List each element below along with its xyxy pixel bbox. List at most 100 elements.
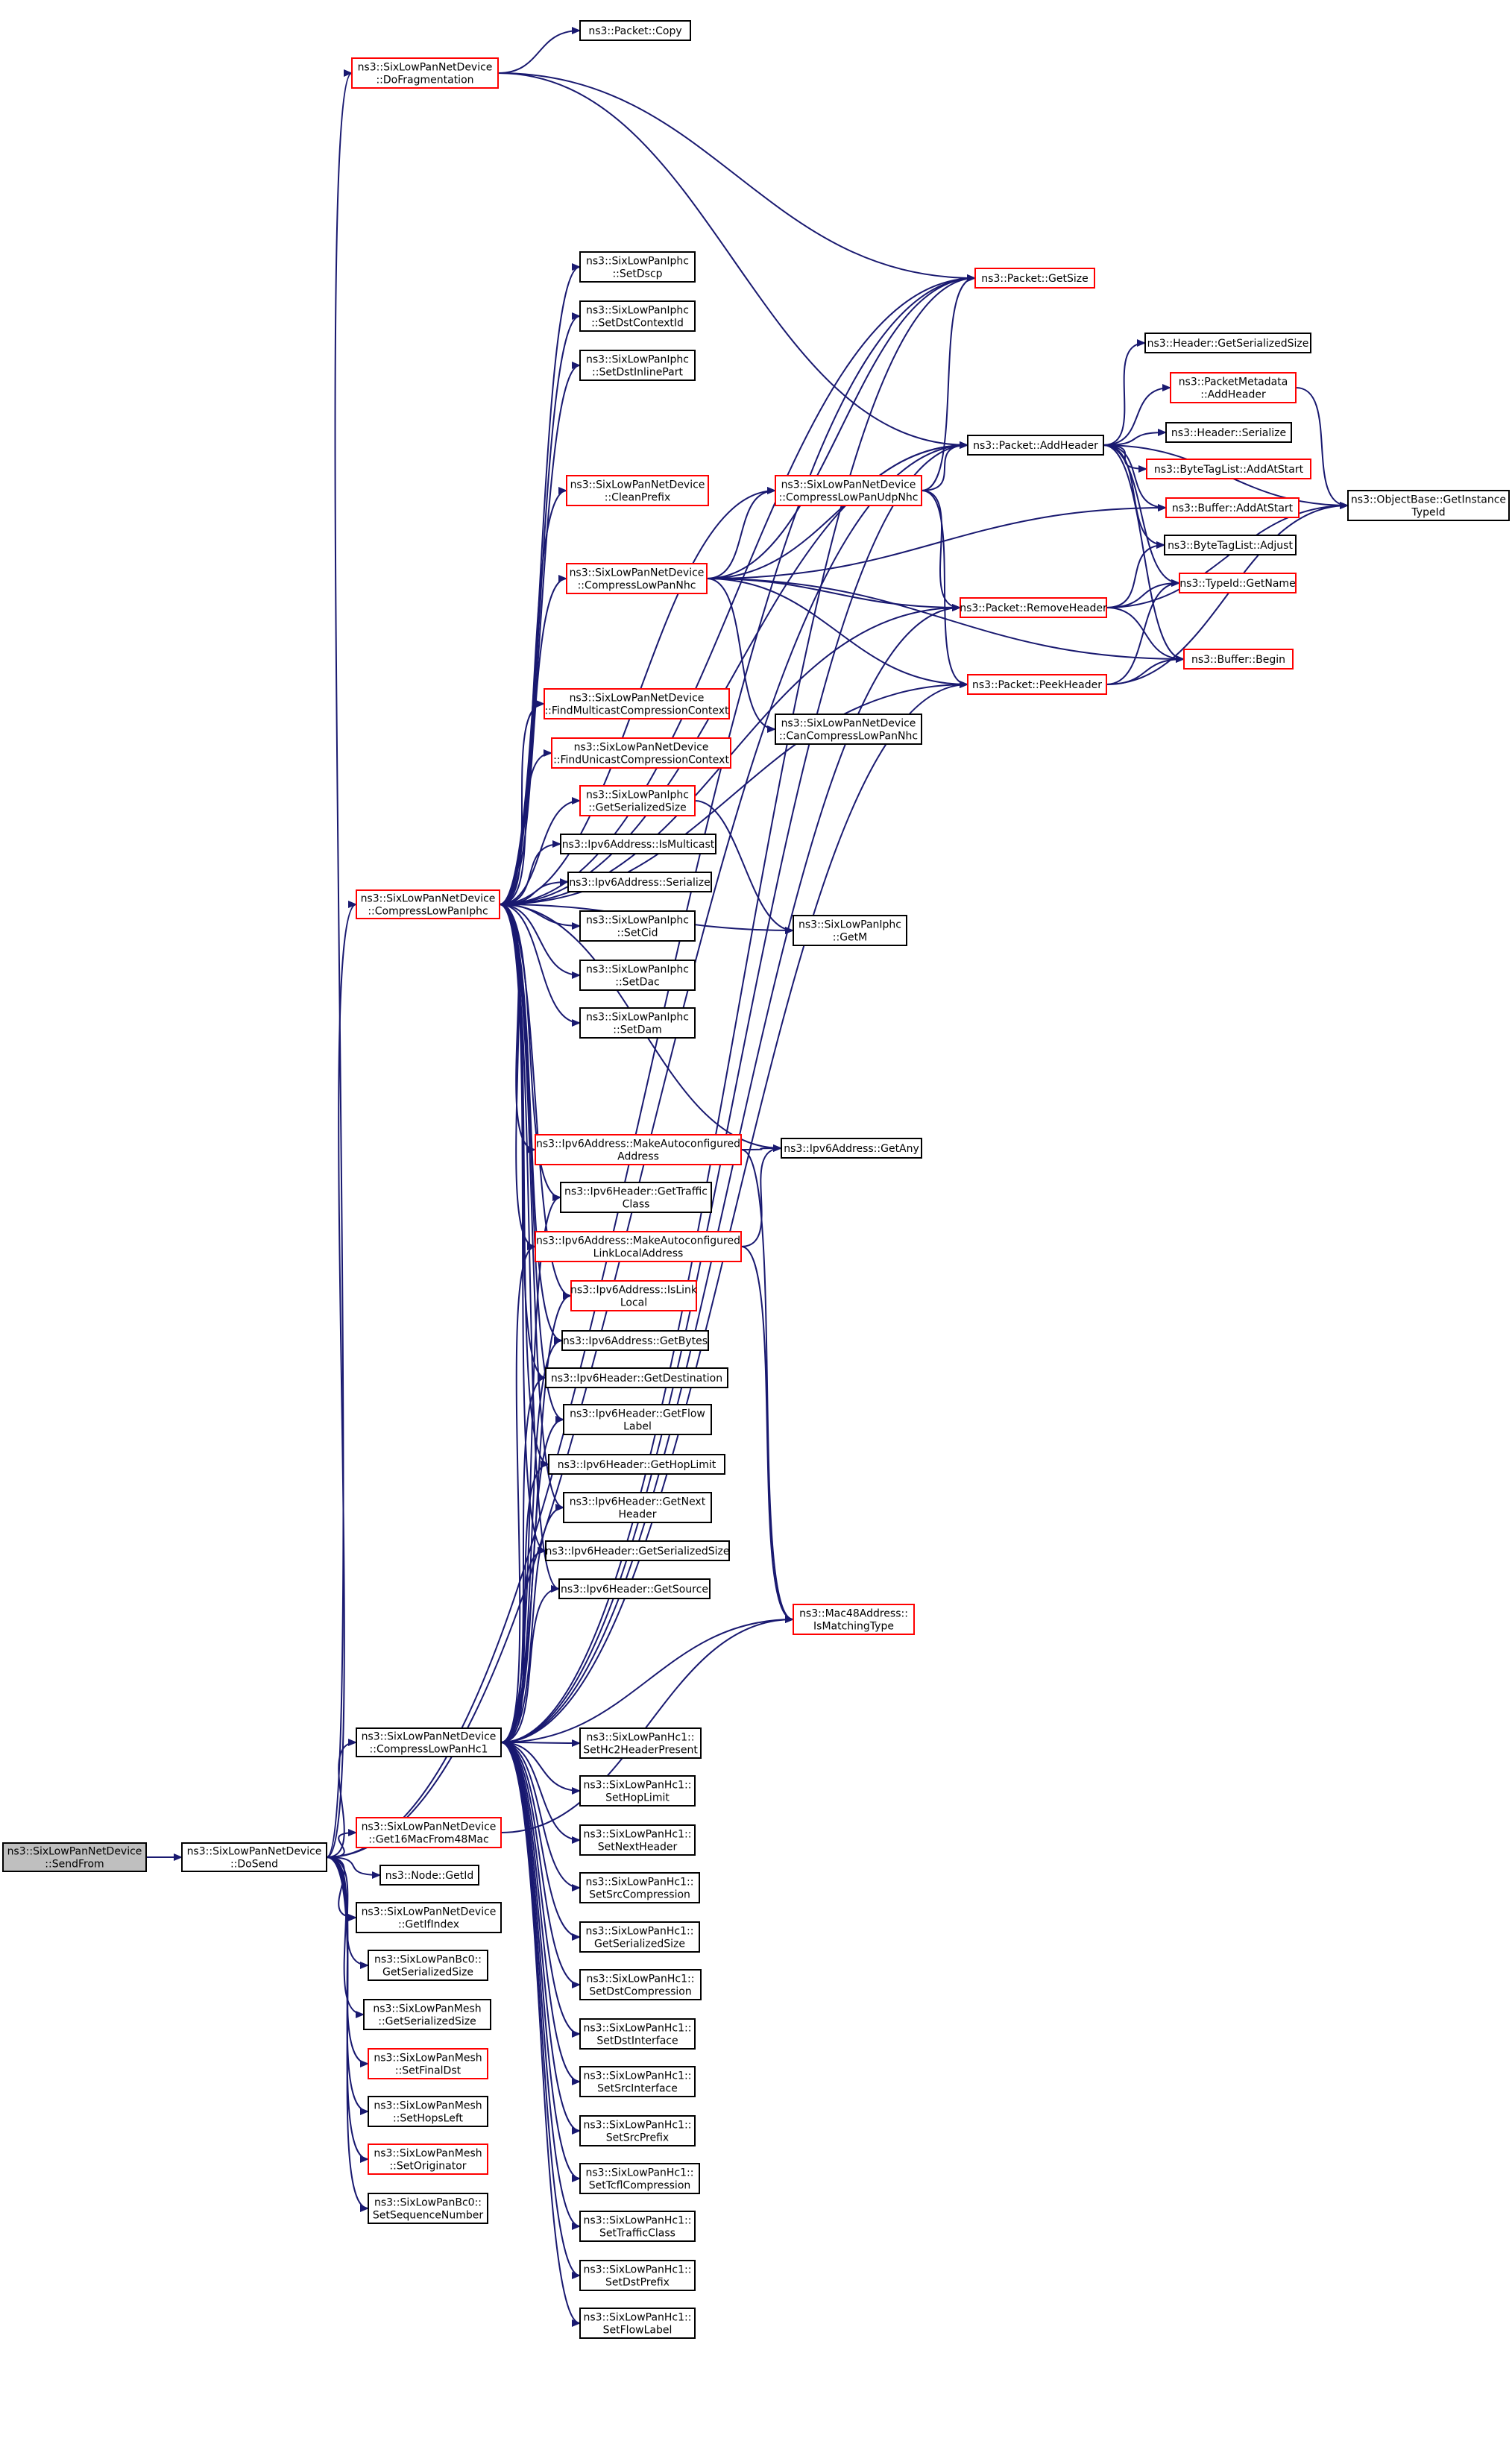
node-getdest[interactable]: ns3::Ipv6Header::GetDestination [545, 1367, 728, 1388]
node-hc1[interactable]: ns3::SixLowPanNetDevice::CompressLowPanH… [356, 1727, 502, 1757]
node-settcfl[interactable]: ns3::SixLowPanHc1::SetTcflCompression [579, 2163, 700, 2194]
node-box [579, 2018, 696, 2050]
node-sethoplimit[interactable]: ns3::SixLowPanHc1::SetHopLimit [579, 1775, 696, 1807]
node-ipv6hdrgetser[interactable]: ns3::Ipv6Header::GetSerializedSize [545, 1540, 730, 1561]
node-udpnhc[interactable]: ns3::SixLowPanNetDevice::CompressLowPanU… [775, 475, 922, 506]
edge-dosend-to-hc1 [326, 1739, 357, 1858]
node-ipv6ser[interactable]: ns3::Ipv6Address::Serialize [567, 872, 712, 892]
node-hdrser[interactable]: ns3::Header::Serialize [1165, 422, 1292, 443]
node-label-line: ns3::Buffer::Begin [1191, 654, 1285, 666]
node-sethopsleft[interactable]: ns3::SixLowPanMesh::SetHopsLeft [368, 2096, 488, 2127]
node-label-line: ns3::Ipv6Address::IsMulticast [562, 839, 715, 851]
node-getbytes[interactable]: ns3::Ipv6Address::GetBytes [561, 1330, 709, 1351]
node-getany[interactable]: ns3::Ipv6Address::GetAny [781, 1138, 922, 1159]
node-copy[interactable]: ns3::Packet::Copy [579, 20, 691, 41]
node-label-line: SetTcflCompression [589, 2180, 691, 2192]
edge-nhc-to-addheader [706, 441, 968, 579]
node-addheader[interactable]: ns3::Packet::AddHeader [967, 435, 1104, 456]
node-setnexthdr[interactable]: ns3::SixLowPanHc1::SetNextHeader [579, 1824, 696, 1856]
node-setflowlabel[interactable]: ns3::SixLowPanHc1::SetFlowLabel [579, 2308, 696, 2339]
node-hc1getser[interactable]: ns3::SixLowPanHc1::GetSerializedSize [579, 1921, 700, 1953]
node-setsrcprefix[interactable]: ns3::SixLowPanHc1::SetSrcPrefix [579, 2115, 696, 2146]
node-nodegetid[interactable]: ns3::Node::GetId [379, 1865, 479, 1886]
edge-iphc-to-getflow [499, 904, 564, 1423]
edge-nhc-to-bufbegin [706, 578, 1185, 663]
edge-iphcgetser-to-getm [694, 800, 794, 934]
node-setdstctx[interactable]: ns3::SixLowPanIphc::SetDstContextId [579, 300, 696, 332]
edge-peekheader-to-bufbegin [1106, 655, 1185, 685]
node-label-line: ::FindUnicastCompressionContext [553, 755, 729, 766]
node-setcid[interactable]: ns3::SixLowPanIphc::SetCid [579, 910, 696, 942]
node-bufbegin[interactable]: ns3::Buffer::Begin [1183, 649, 1294, 670]
edge-peekheader-to-objbase [1106, 502, 1349, 685]
node-label-line: ns3::SixLowPanMesh [374, 2148, 482, 2160]
node-makeautoll[interactable]: ns3::Ipv6Address::MakeAutoconfiguredLink… [535, 1231, 742, 1262]
node-box [356, 1817, 502, 1848]
node-label-line: ::CompressLowPanUdpNhc [779, 492, 919, 504]
node-getm[interactable]: ns3::SixLowPanIphc::GetM [793, 915, 907, 946]
node-removeheader[interactable]: ns3::Packet::RemoveHeader [960, 597, 1107, 618]
node-label-line: ns3::Ipv6Header::GetSerializedSize [546, 1546, 730, 1557]
edge-makeauto-to-getany [740, 1144, 782, 1153]
node-makeauto[interactable]: ns3::Ipv6Address::MakeAutoconfiguredAddr… [535, 1134, 742, 1165]
node-peekheader[interactable]: ns3::Packet::PeekHeader [967, 674, 1107, 695]
node-getifindex[interactable]: ns3::SixLowPanNetDevice::GetIfIndex [356, 1902, 502, 1933]
node-box [579, 350, 696, 381]
node-bc0getser[interactable]: ns3::SixLowPanBc0::GetSerializedSize [368, 1950, 488, 1981]
node-getsize[interactable]: ns3::Packet::GetSize [974, 268, 1095, 289]
node-bytetagaddstart[interactable]: ns3::ByteTagList::AddAtStart [1146, 459, 1311, 479]
node-dosend[interactable]: ns3::SixLowPanNetDevice::DoSend [181, 1842, 327, 1872]
node-box [356, 889, 500, 919]
node-settraffic[interactable]: ns3::SixLowPanHc1::SetTrafficClass [579, 2211, 696, 2242]
edge-iphc-to-getsize [499, 274, 976, 905]
node-bufaddstart[interactable]: ns3::Buffer::AddAtStart [1165, 497, 1300, 518]
node-setdstif[interactable]: ns3::SixLowPanHc1::SetDstInterface [579, 2018, 696, 2050]
node-label-line: ::SetFinalDst [395, 2065, 462, 2077]
node-findmulti[interactable]: ns3::SixLowPanNetDevice::FindMulticastCo… [544, 688, 730, 719]
node-setsrccomp[interactable]: ns3::SixLowPanHc1::SetSrcCompression [579, 1872, 700, 1903]
node-typeidname[interactable]: ns3::TypeId::GetName [1179, 573, 1297, 593]
node-label-line: ::SetDscp [612, 268, 662, 280]
node-cancompress[interactable]: ns3::SixLowPanNetDevice::CanCompressLowP… [775, 714, 922, 745]
node-get16mac[interactable]: ns3::SixLowPanNetDevice::Get16MacFrom48M… [356, 1817, 502, 1848]
node-dofrag[interactable]: ns3::SixLowPanNetDevice::DoFragmentation [351, 57, 499, 89]
node-iphcgetser[interactable]: ns3::SixLowPanIphc::GetSerializedSize [579, 785, 696, 816]
node-setsrcif[interactable]: ns3::SixLowPanHc1::SetSrcInterface [579, 2066, 696, 2097]
node-gethop[interactable]: ns3::Ipv6Header::GetHopLimit [548, 1454, 725, 1475]
edges-layer [146, 27, 1349, 2327]
node-bytetagadjust[interactable]: ns3::ByteTagList::Adjust [1164, 535, 1297, 555]
node-ismatching[interactable]: ns3::Mac48Address::IsMatchingType [793, 1604, 915, 1635]
node-meshgetser[interactable]: ns3::SixLowPanMesh::GetSerializedSize [363, 1999, 491, 2030]
node-iphc[interactable]: ns3::SixLowPanNetDevice::CompressLowPanI… [356, 889, 500, 919]
node-pktmetaadd[interactable]: ns3::PacketMetadata::AddHeader [1170, 372, 1297, 403]
node-setdstinline[interactable]: ns3::SixLowPanIphc::SetDstInlinePart [579, 350, 696, 381]
node-sethc2[interactable]: ns3::SixLowPanHc1::SetHc2HeaderPresent [579, 1727, 702, 1759]
node-finduni[interactable]: ns3::SixLowPanNetDevice::FindUnicastComp… [551, 737, 731, 769]
node-label-line: ns3::ByteTagList::AddAtStart [1154, 464, 1304, 476]
node-setorig[interactable]: ns3::SixLowPanMesh::SetOriginator [368, 2144, 488, 2175]
node-ismulticast[interactable]: ns3::Ipv6Address::IsMulticast [560, 834, 716, 854]
node-box [775, 475, 922, 506]
node-nhc[interactable]: ns3::SixLowPanNetDevice::CompressLowPanN… [566, 563, 708, 594]
node-label-line: LinkLocalAddress [593, 1248, 684, 1260]
node-getsource[interactable]: ns3::Ipv6Header::GetSource [558, 1578, 711, 1599]
node-setdstcomp[interactable]: ns3::SixLowPanHc1::SetDstCompression [579, 1969, 702, 2000]
node-setdstprefix[interactable]: ns3::SixLowPanHc1::SetDstPrefix [579, 2260, 696, 2291]
edge-iphc-to-setdac [499, 904, 581, 979]
node-sendfrom[interactable]: ns3::SixLowPanNetDevice::SendFrom [2, 1842, 147, 1872]
node-setdscp[interactable]: ns3::SixLowPanIphc::SetDscp [579, 251, 696, 283]
node-setfinaldst[interactable]: ns3::SixLowPanMesh::SetFinalDst [368, 2048, 488, 2079]
node-setdam[interactable]: ns3::SixLowPanIphc::SetDam [579, 1007, 696, 1039]
node-hdrgetser[interactable]: ns3::Header::GetSerializedSize [1144, 333, 1311, 353]
node-setdac[interactable]: ns3::SixLowPanIphc::SetDac [579, 960, 696, 991]
node-label-line: ::GetM [833, 932, 867, 944]
edge-iphc-to-setdstctx [499, 312, 581, 905]
node-cleanprefix[interactable]: ns3::SixLowPanNetDevice::CleanPrefix [566, 475, 709, 506]
node-setseq[interactable]: ns3::SixLowPanBc0::SetSequenceNumber [368, 2193, 488, 2224]
